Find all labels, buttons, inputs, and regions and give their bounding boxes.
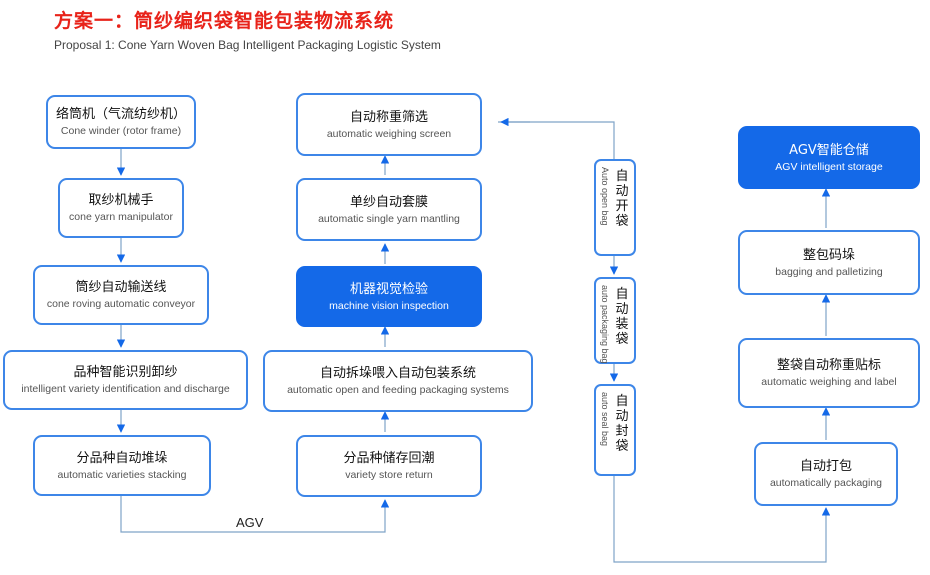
node-open-bag: Auto open bag 自动开袋	[594, 159, 636, 256]
node-label-zh: 整包码垛	[802, 247, 855, 263]
page-title: 方案一：筒纱编织袋智能包装物流系统	[54, 10, 395, 32]
node-label-en: automatic weighing and label	[761, 376, 897, 388]
node-varieties-stacking: 分品种自动堆垛 automatic varieties stacking	[33, 435, 211, 496]
node-label-en: cone roving automatic conveyor	[46, 298, 196, 310]
page-subtitle: Proposal 1: Cone Yarn Woven Bag Intellig…	[54, 38, 441, 52]
node-label-en: automatic weighing screen	[326, 127, 452, 140]
node-weighing-screen: 自动称重筛选 automatic weighing screen	[296, 93, 482, 156]
node-store-return: 分品种储存回潮 variety store return	[296, 435, 482, 497]
node-variety-identification: 品种智能识别卸纱 intelligent variety identificat…	[3, 350, 248, 410]
node-label-en: auto seal bag	[600, 392, 610, 447]
node-label-zh: 络筒机（气流纺纱机）	[55, 107, 186, 122]
agv-label: AGV	[236, 515, 264, 530]
node-label-zh: 自动开袋	[615, 169, 629, 229]
arrow-c3-to-c4	[613, 476, 831, 563]
node-label-en: Auto open bag	[600, 167, 610, 226]
node-label-en: AGV intelligent storage	[775, 160, 883, 173]
node-label-zh: 分品种自动堆垛	[76, 450, 168, 466]
node-label-en: automatic open and feeding packaging sys…	[287, 384, 509, 396]
node-label-zh: 机器视觉检验	[349, 281, 428, 297]
node-label-zh: 取纱机械手	[88, 193, 154, 208]
node-label-zh: 单纱自动套膜	[349, 194, 428, 210]
node-machine-vision: 机器视觉检验 machine vision inspection	[296, 266, 482, 327]
node-roving-conveyor: 筒纱自动输送线 cone roving automatic conveyor	[33, 265, 209, 325]
node-label-zh: 整袋自动称重贴标	[776, 358, 881, 373]
node-label-zh: 品种智能识别卸纱	[73, 365, 178, 380]
node-open-feeding: 自动拆垛喂入自动包装系统 automatic open and feeding …	[263, 350, 533, 412]
node-seal-bag: auto seal bag 自动封袋	[594, 384, 636, 476]
node-label-zh: 分品种储存回潮	[343, 451, 435, 466]
node-weighing-label: 整袋自动称重贴标 automatic weighing and label	[738, 338, 920, 408]
node-yarn-manipulator: 取纱机械手 cone yarn manipulator	[58, 178, 184, 238]
agv-transfer-line	[120, 496, 390, 533]
node-cone-winder: 络筒机（气流纺纱机） Cone winder (rotor frame)	[46, 95, 196, 149]
node-label-en: automatic single yarn mantling	[318, 212, 460, 225]
node-label-en: intelligent variety identification and d…	[21, 383, 230, 395]
node-label-zh: 筒纱自动输送线	[75, 280, 167, 295]
node-label-en: Cone winder (rotor frame)	[60, 125, 182, 137]
node-agv-storage: AGV智能仓储 AGV intelligent storage	[738, 126, 920, 189]
node-label-zh: 自动称重筛选	[349, 109, 428, 125]
node-label-en: automatic varieties stacking	[57, 468, 187, 481]
node-label-zh: 自动打包	[799, 459, 852, 474]
node-label-en: cone yarn manipulator	[69, 211, 173, 223]
node-label-zh: 自动拆垛喂入自动包装系统	[319, 366, 476, 381]
node-bagging: auto packaging bag 自动装袋	[594, 277, 636, 364]
node-label-en: machine vision inspection	[329, 299, 449, 312]
node-label-en: bagging and palletizing	[775, 265, 883, 278]
node-label-zh: 自动封袋	[615, 394, 629, 454]
node-auto-packaging: 自动打包 automatically packaging	[754, 442, 898, 506]
node-bagging-palletizing: 整包码垛 bagging and palletizing	[738, 230, 920, 295]
node-label-zh: 自动装袋	[615, 287, 629, 347]
node-label-zh: AGV智能仓储	[789, 142, 869, 158]
node-label-en: variety store return	[345, 469, 433, 481]
arrow-c2-to-c3	[498, 121, 615, 159]
node-label-en: automatically packaging	[769, 477, 883, 489]
node-label-en: auto packaging bag	[600, 285, 610, 364]
node-yarn-mantling: 单纱自动套膜 automatic single yarn mantling	[296, 178, 482, 241]
